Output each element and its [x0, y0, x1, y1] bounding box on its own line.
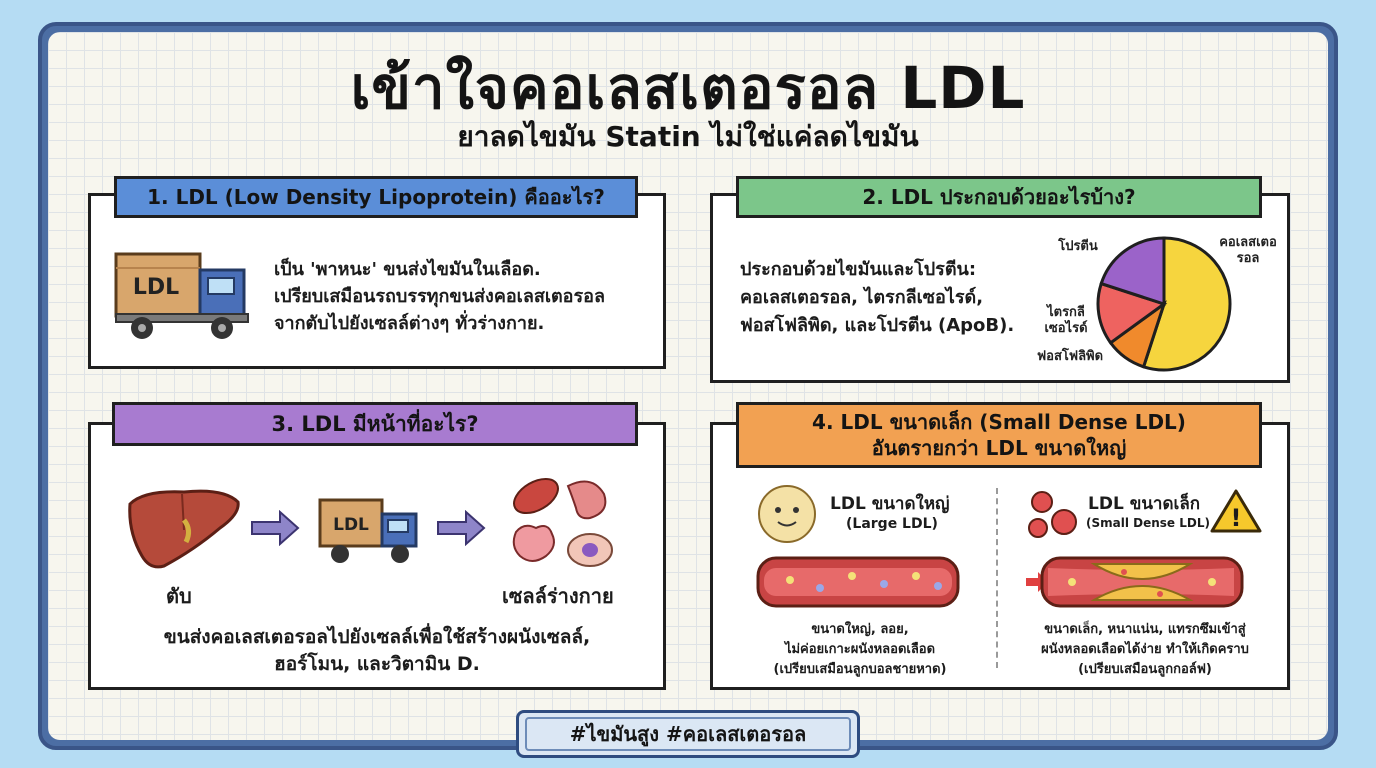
panel2-header: 2. LDL ประกอบด้วยอะไรบ้าง? — [736, 176, 1262, 218]
liver-icon — [128, 489, 240, 569]
pie-label-triglyceride-2: เซอไรด์ — [1044, 319, 1087, 336]
pie-label-protein: โปรตีน — [1057, 237, 1098, 254]
hashtag-inner-border — [525, 717, 851, 751]
pie-label-phospholipid: ฟอสโฟลิพิด — [1037, 347, 1103, 364]
panel4-header: 4. LDL ขนาดเล็ก (Small Dense LDL) อันตรา… — [736, 402, 1262, 468]
composition-pie-chart: โปรตีน คอเลสเตอ รอล ไตรกลี เซอไรด์ ฟอสโฟ… — [1037, 235, 1277, 372]
panel4-header-line-2: อันตรายกว่า LDL ขนาดใหญ่ — [871, 436, 1127, 460]
large-ldl-subtitle: (Large LDL) — [846, 516, 938, 532]
panel2-line-3: ฟอสโฟลิพิด, และโปรตีน (ApoB). — [740, 315, 1015, 336]
liver-label: ตับ — [166, 584, 192, 608]
pie-slice-triglyceride — [1096, 281, 1168, 345]
large-ldl-vessel-icon — [756, 556, 960, 608]
arrow-right-icon — [251, 510, 300, 546]
large-ldl-particle-icon — [758, 485, 816, 543]
body-cells-icon — [512, 477, 613, 567]
pie-label-triglyceride-1: ไตรกลี — [1045, 303, 1085, 320]
panel4-header-line-1: 4. LDL ขนาดเล็ก (Small Dense LDL) — [812, 410, 1186, 434]
small-ldl-particles-icon — [1028, 491, 1077, 538]
small-ldl-desc-3: (เปรียบเสมือนลูกกอล์ฟ) — [1078, 662, 1212, 677]
panel1-line-3: จากตับไปยังเซลล์ต่างๆ ทั่วร่างกาย. — [274, 313, 545, 334]
comparison-divider — [996, 488, 998, 668]
hashtag-text: #ไขมันสูง #คอเลสเตอรอล — [569, 722, 807, 746]
panel3-line-2: ฮอร์โมน, และวิตามิน D. — [274, 653, 480, 675]
panel2-line-1: ประกอบด้วยไขมันและโปรตีน: — [740, 259, 977, 280]
page-subtitle: ยาลดไขมัน Statin ไม่ใช่แค่ลดไขมัน — [457, 120, 919, 153]
panel1-header-text: 1. LDL (Low Density Lipoprotein) คืออะไร… — [147, 185, 605, 209]
pie-slice-protein — [1099, 236, 1166, 307]
pie-label-cholesterol-2: รอล — [1237, 251, 1260, 266]
delivery-truck-icon: LDL — [318, 498, 418, 563]
panel2-header-text: 2. LDL ประกอบด้วยอะไรบ้าง? — [862, 185, 1136, 209]
panel1-line-1: เป็น 'พาหนะ' ขนส่งไขมันในเลือด. — [274, 259, 541, 280]
small-ldl-subtitle: (Small Dense LDL) — [1086, 516, 1210, 530]
warning-icon: ! — [1210, 489, 1262, 533]
large-ldl-desc-3: (เปรียบเสมือนลูกบอลชายหาด) — [773, 662, 947, 677]
warning-symbol: ! — [1231, 504, 1242, 532]
large-ldl-title: LDL ขนาดใหญ่ — [830, 494, 950, 514]
large-ldl-desc-1: ขนาดใหญ่, ลอย, — [811, 622, 909, 637]
page-title: เข้าใจคอเลสเตอรอล LDL — [350, 54, 1026, 122]
truck-label: LDL — [333, 515, 369, 535]
panel3-header: 3. LDL มีหน้าที่อะไร? — [112, 402, 638, 446]
panel2-line-2: คอเลสเตอรอล, ไตรกลีเซอไรด์, — [740, 287, 984, 308]
large-ldl-desc-2: ไม่ค่อยเกาะผนังหลอดเลือด — [784, 642, 936, 657]
panel3-header-text: 3. LDL มีหน้าที่อะไร? — [271, 411, 479, 436]
small-ldl-vessel-icon — [1026, 556, 1244, 608]
cells-label: เซลล์ร่างกาย — [502, 584, 614, 608]
small-ldl-desc-1: ขนาดเล็ก, หนาแน่น, แทรกซึมเข้าสู่ — [1044, 622, 1246, 637]
pie-label-cholesterol-1: คอเลสเตอ — [1219, 235, 1277, 250]
small-ldl-desc-2: ผนังหลอดเลือดได้ง่าย ทำให้เกิดคราบ — [1041, 642, 1249, 657]
panel1-header: 1. LDL (Low Density Lipoprotein) คืออะไร… — [114, 176, 638, 218]
panel1-line-2: เปรียบเสมือนรถบรรทุกขนส่งคอเลสเตอรอล — [274, 286, 605, 307]
hashtag-banner: #ไขมันสูง #คอเลสเตอรอล — [516, 710, 860, 758]
small-ldl-title: LDL ขนาดเล็ก — [1088, 494, 1201, 514]
delivery-truck-icon: LDL — [114, 252, 249, 339]
panel3-line-1: ขนส่งคอเลสเตอรอลไปยังเซลล์เพื่อใช้สร้างผ… — [163, 626, 591, 648]
truck-label: LDL — [133, 275, 179, 300]
arrow-right-icon — [437, 510, 486, 546]
